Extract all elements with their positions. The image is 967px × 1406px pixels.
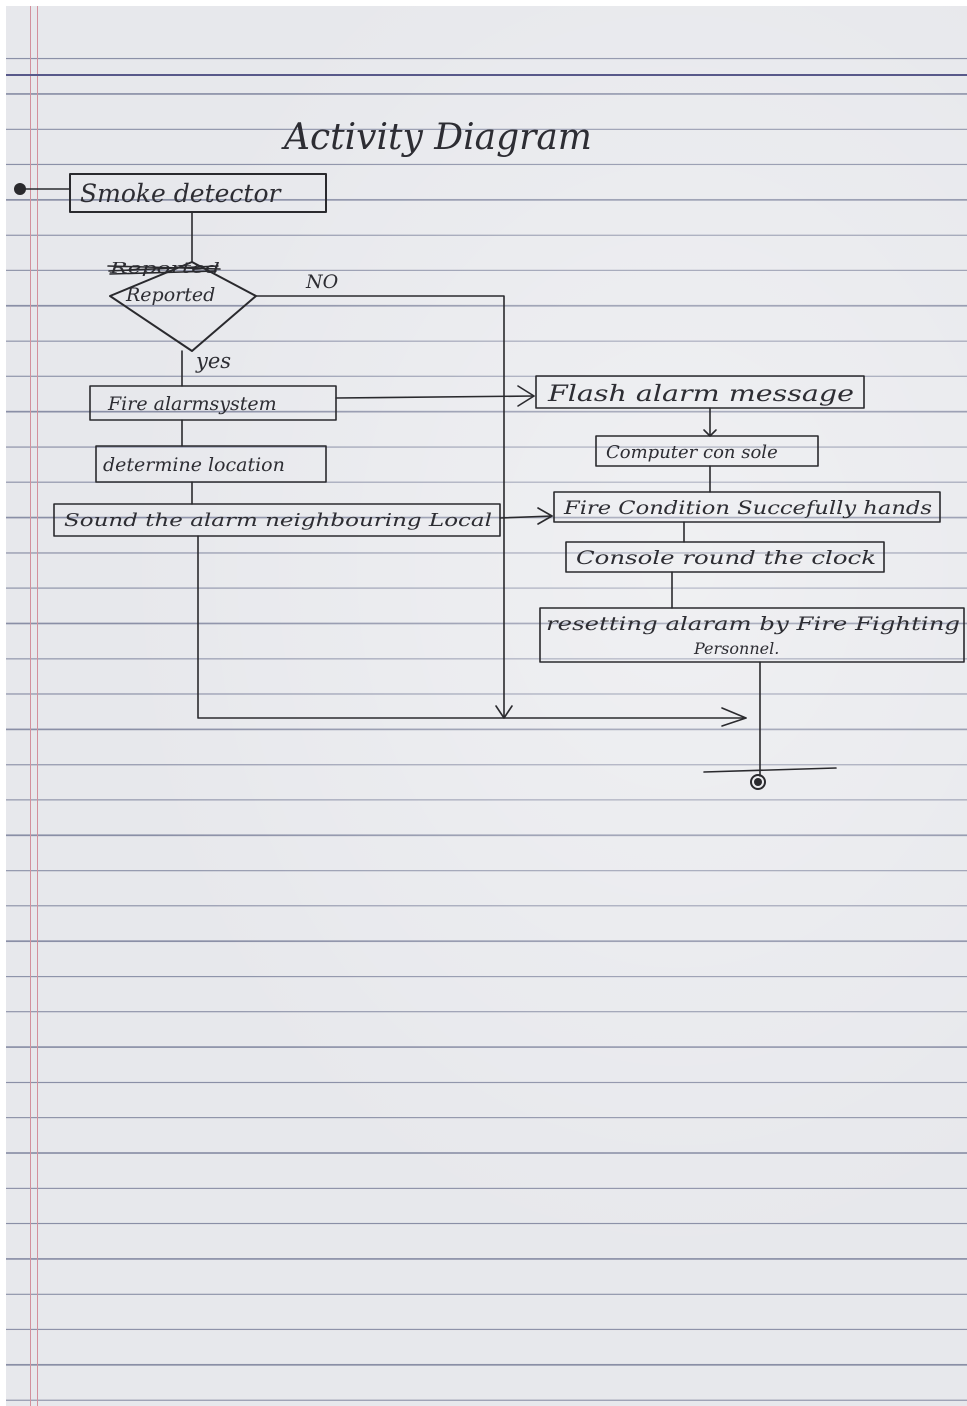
strike-scribble [107, 265, 221, 275]
determine-location-label: determine location [103, 454, 285, 476]
resetting-label-line1: resetting alaram by Fire Fighting [546, 613, 960, 635]
computer-console-label: Computer con sole [606, 442, 778, 463]
activity-diagram: Activity Diagram Smoke detector Reported… [14, 117, 965, 790]
console-clock-label: Console round the clock [576, 547, 876, 569]
edge-fire-alarm-flash [335, 395, 535, 399]
decision-label: Reported [125, 284, 215, 306]
computer-console-node: Computer con sole [595, 435, 819, 467]
fire-condition-label: Fire Condition Succefully hands [563, 497, 932, 519]
arrowhead-flash [517, 385, 535, 407]
fire-alarm-node: Fire alarmsystem [89, 385, 337, 421]
page-margin-line [30, 6, 38, 1406]
flash-alarm-node: Flash alarm message [535, 375, 865, 409]
final-node [750, 774, 766, 790]
edge-no-branch [255, 295, 505, 719]
yes-label: yes [195, 349, 231, 373]
final-bar [703, 767, 837, 773]
start-node [14, 183, 26, 195]
console-clock-node: Console round the clock [565, 541, 885, 573]
no-label: NO [305, 271, 339, 293]
resetting-label-line2: Personnel. [693, 639, 779, 658]
smoke-detector-label: Smoke detector [80, 179, 283, 208]
flash-alarm-label: Flash alarm message [547, 382, 854, 407]
smoke-detector-node: Smoke detector [69, 173, 327, 213]
page-top-rule [6, 74, 967, 76]
reported-decision: Reported Reported [107, 259, 257, 352]
arrowhead-fire-condition [537, 507, 553, 525]
edge-sound-merge [197, 535, 747, 719]
fire-condition-node: Fire Condition Succefully hands [553, 491, 941, 523]
fire-alarm-label: Fire alarmsystem [107, 393, 277, 415]
sound-alarm-label: Sound the alarm neighbouring Local [64, 510, 492, 531]
determine-location-node: determine location [95, 445, 327, 483]
edge-sound-fire-condition [499, 515, 553, 519]
notebook-page: Activity Diagram Smoke detector Reported… [6, 6, 967, 1406]
sound-alarm-node: Sound the alarm neighbouring Local [53, 503, 501, 537]
arrowhead-merge [721, 707, 747, 727]
resetting-alarm-node: resetting alaram by Fire Fighting Person… [539, 607, 965, 663]
diagram-title: Activity Diagram [281, 117, 592, 158]
